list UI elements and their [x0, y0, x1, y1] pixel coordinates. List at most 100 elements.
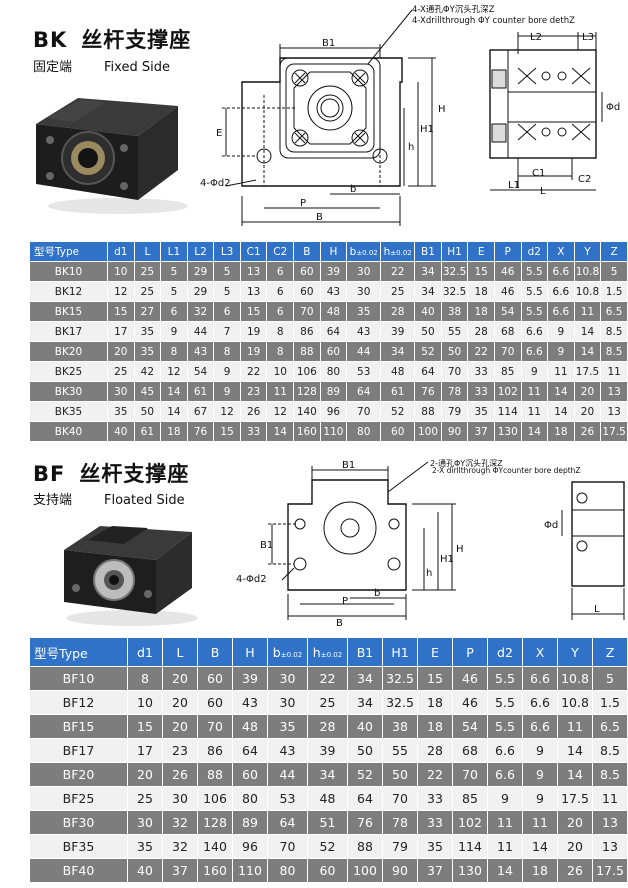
bf-value-cell: 15	[417, 666, 453, 691]
bf-header-cell: 型号Type	[29, 637, 128, 667]
bk-header-label: L	[144, 245, 151, 258]
bf-value-cell: 9	[487, 786, 523, 811]
bf-value-cell: 5.5	[487, 714, 523, 739]
bk-value-cell: 140	[293, 401, 321, 422]
bk-value-cell: 26	[239, 401, 268, 422]
bf-value-cell: 140	[197, 834, 233, 859]
bk-value-cell: 6	[266, 261, 295, 282]
bf-value-cell: 6.6	[522, 714, 558, 739]
bk-value-cell: 15	[467, 261, 495, 282]
bk-value-cell: 17	[107, 321, 135, 342]
bk-value-cell: 25	[380, 281, 416, 302]
bk-value-cell: 43	[186, 341, 215, 362]
bf-dim-l: L	[594, 604, 600, 615]
bk-value-cell: 5	[213, 261, 241, 282]
bf-value-cell: 26	[162, 762, 198, 787]
bf-header-cell: H	[232, 637, 268, 667]
bk-value-cell: 15	[239, 301, 268, 322]
bf-note-en: 2-X dirllthrough ΦYcounter bore depthZ	[432, 466, 581, 475]
bk-value-cell: 6	[266, 301, 295, 322]
bk-value-cell: 22	[467, 341, 495, 362]
bk-header-cell: L3	[213, 241, 241, 262]
bk-value-cell: 23	[239, 381, 268, 402]
bk-value-cell: 44	[346, 341, 382, 362]
bf-header-label: L	[176, 644, 184, 660]
bk-value-cell: 15	[213, 421, 241, 442]
bf-value-cell: 18	[417, 714, 453, 739]
bk-value-cell: 11	[600, 361, 628, 382]
bf-value-cell: 106	[197, 786, 233, 811]
bk-header-cell: P	[493, 241, 522, 262]
bk-dim-c2: C2	[578, 174, 591, 185]
bk-value-cell: 6.6	[547, 281, 575, 302]
bk-value-cell: 6	[160, 301, 188, 322]
bf-value-cell: 6.6	[522, 690, 558, 715]
bk-note-en: 4-Xdrillthrough ΦY counter bore dethZ	[412, 16, 575, 26]
bf-header-cell: b±0.02	[267, 637, 308, 667]
bk-model-cell: BK30	[29, 381, 108, 402]
bf-value-cell: 39	[307, 738, 348, 763]
bf-value-cell: 88	[347, 834, 383, 859]
bk-header-label: B	[303, 245, 311, 258]
bk-header-cell: Y	[573, 241, 602, 262]
bk-value-cell: 5	[600, 261, 628, 282]
bk-value-cell: 32.5	[440, 261, 469, 282]
bk-dim-l2: L2	[530, 32, 542, 43]
bk-value-cell: 5	[213, 281, 241, 302]
bf-value-cell: 52	[307, 834, 348, 859]
bf-value-cell: 86	[197, 738, 233, 763]
bk-dim-l1: L1	[508, 180, 520, 191]
bk-value-cell: 9	[547, 321, 575, 342]
bf-dim-p: P	[342, 596, 348, 607]
bf-value-cell: 53	[267, 786, 308, 811]
bf-value-cell: 68	[452, 738, 488, 763]
bf-value-cell: 5	[592, 666, 628, 691]
bf-value-cell: 60	[197, 666, 233, 691]
bk-value-cell: 160	[293, 421, 321, 442]
bk-header-label: C2	[273, 245, 288, 258]
bf-value-cell: 34	[347, 690, 383, 715]
bk-value-cell: 25	[107, 361, 135, 382]
bk-header-label: E	[477, 245, 485, 258]
bf-value-cell: 37	[162, 858, 198, 883]
bk-value-cell: 46	[493, 261, 522, 282]
bf-value-cell: 35	[417, 834, 453, 859]
bf-value-cell: 11	[522, 810, 558, 835]
bf-value-cell: 30	[267, 690, 308, 715]
bf-value-cell: 90	[382, 858, 418, 883]
bk-value-cell: 34	[414, 281, 442, 302]
bk-dim-h1: H1	[420, 124, 434, 135]
bf-dim-b1: B1	[342, 460, 355, 471]
bk-value-cell: 64	[319, 321, 348, 342]
bk-value-cell: 6.6	[547, 261, 575, 282]
bk-value-cell: 86	[293, 321, 321, 342]
bk-value-cell: 28	[467, 321, 495, 342]
bf-header-label: H	[245, 644, 255, 660]
bf-value-cell: 17.5	[592, 858, 628, 883]
bf-value-cell: 55	[382, 738, 418, 763]
bk-value-cell: 9	[160, 321, 188, 342]
bf-value-cell: 35	[127, 834, 163, 859]
bf-value-cell: 80	[267, 858, 308, 883]
bf-value-cell: 70	[452, 762, 488, 787]
bk-value-cell: 43	[319, 281, 348, 302]
bk-model-cell: BK25	[29, 361, 108, 382]
bk-value-cell: 12	[160, 361, 188, 382]
bk-value-cell: 20	[107, 341, 135, 362]
bk-value-cell: 9	[547, 341, 575, 362]
bk-value-cell: 29	[186, 281, 215, 302]
bf-value-cell: 6.6	[487, 738, 523, 763]
bk-value-cell: 38	[440, 301, 469, 322]
bf-title-cn: 丝杆支撑座	[79, 462, 190, 486]
bf-value-cell: 40	[127, 858, 163, 883]
bk-value-cell: 14	[547, 381, 575, 402]
bk-value-cell: 6.6	[520, 321, 549, 342]
bf-value-cell: 11	[557, 714, 593, 739]
bk-value-cell: 35	[346, 301, 382, 322]
bf-value-cell: 89	[232, 810, 268, 835]
